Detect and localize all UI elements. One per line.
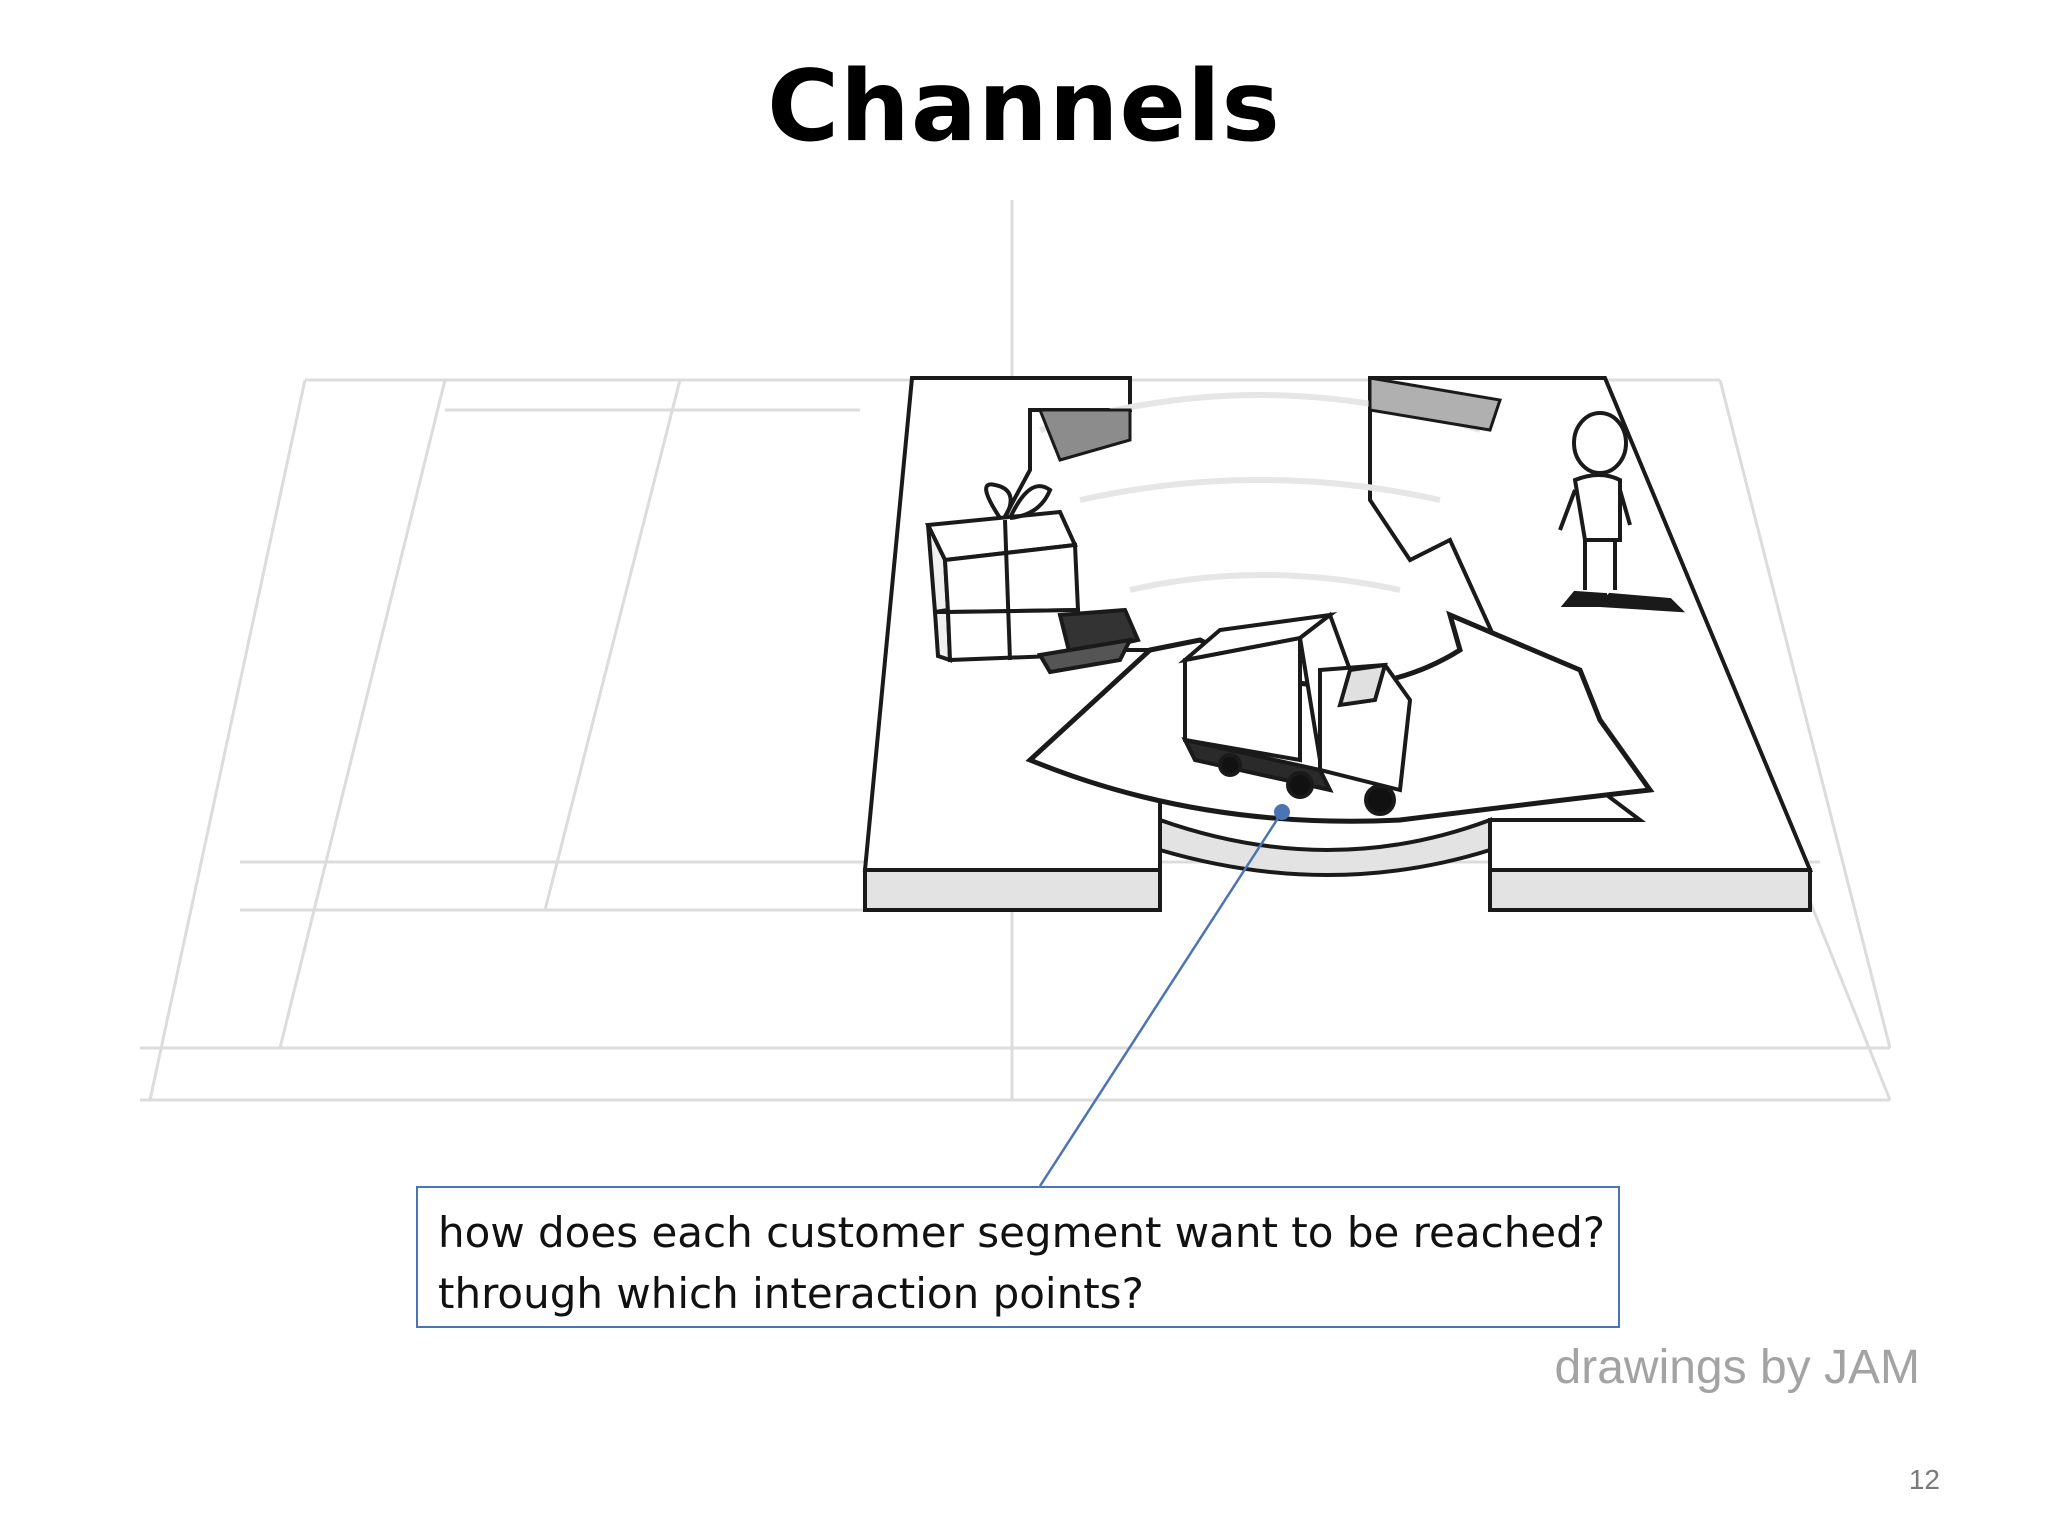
person-icon: [1558, 411, 1686, 613]
gift-icon: [924, 482, 1141, 675]
callout-connector: [1038, 811, 1284, 1187]
callout-line-1: how does each customer segment want to b…: [438, 1208, 1606, 1257]
callout-box: how does each customer segment want to b…: [416, 1186, 1620, 1328]
callout-connector-dot: [1274, 804, 1290, 820]
channel-arcs: [1037, 376, 1502, 593]
page-number: 12: [1908, 1464, 1940, 1495]
slide-title: Channels: [767, 50, 1281, 164]
truck-icon: [1177, 611, 1413, 816]
callout-line-2: through which interaction points?: [438, 1269, 1144, 1318]
drawing-credit: drawings by JAM: [1554, 1341, 1920, 1394]
